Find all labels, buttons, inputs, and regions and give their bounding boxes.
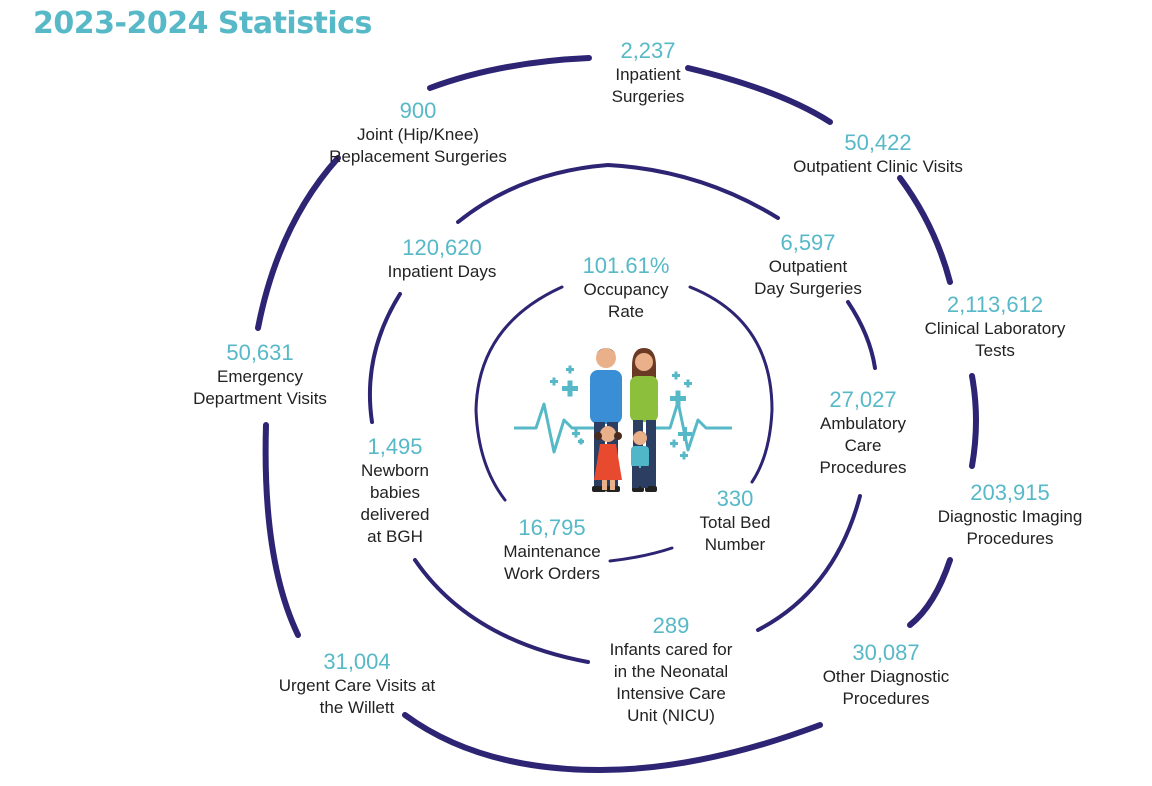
stat-value: 101.61% xyxy=(582,253,670,278)
stat-value: 2,113,612 xyxy=(946,292,1044,317)
stat-value: 6,597 xyxy=(780,230,836,255)
stat-label: Urgent Care Visits at xyxy=(278,676,436,695)
stat-nicu-infants: 289 Infants cared for in the Neonatal In… xyxy=(610,613,733,727)
stat-value: 50,631 xyxy=(226,340,294,365)
stat-label: Unit (NICU) xyxy=(627,706,715,725)
stat-label: Rate xyxy=(608,302,644,321)
stat-label: Replacement Surgeries xyxy=(329,147,507,166)
stat-emergency-department-visits: 50,631 Emergency Department Visits xyxy=(193,340,327,410)
stat-value: 2,237 xyxy=(620,38,676,63)
outer-ring-arc xyxy=(427,55,592,91)
stat-label: Diagnostic Imaging xyxy=(937,507,1083,526)
stat-inpatient-surgeries: 2,237 Inpatient Surgeries xyxy=(612,38,685,108)
stat-label: babies xyxy=(369,483,421,502)
stat-label: the Willett xyxy=(319,698,395,717)
middle-ring-arc xyxy=(368,292,402,424)
stat-value: 16,795 xyxy=(518,515,586,540)
stat-joint-replacement-surgeries: 900 Joint (Hip/Knee) Replacement Surgeri… xyxy=(329,98,507,168)
outer-ring-arc xyxy=(897,175,953,285)
middle-ring-arc xyxy=(413,558,590,664)
outer-ring-arc xyxy=(262,422,301,638)
inner-ring-arc xyxy=(688,285,774,484)
outer-ring-arc xyxy=(907,557,953,628)
stat-label: Intensive Care xyxy=(616,684,726,703)
stat-label: Outpatient xyxy=(768,257,848,276)
stat-maintenance-work-orders: 16,795 Maintenance Work Orders xyxy=(503,515,600,585)
inner-ring-arc xyxy=(474,285,564,502)
stat-label: Outpatient Clinic Visits xyxy=(793,157,963,176)
stat-label: Other Diagnostic xyxy=(822,667,950,686)
inner-ring-arc xyxy=(608,546,674,563)
stat-value: 203,915 xyxy=(970,480,1050,505)
page-title: 2023-2024 Statistics xyxy=(33,6,372,41)
stat-label: Tests xyxy=(975,341,1015,360)
stat-label: Emergency xyxy=(217,367,303,386)
stat-total-bed-number: 330 Total Bed Number xyxy=(700,486,771,556)
stat-label: Newborn xyxy=(360,461,430,480)
stat-label: Maintenance xyxy=(503,542,601,561)
stat-label: Occupancy xyxy=(583,280,669,299)
stat-value: 50,422 xyxy=(844,130,912,155)
stat-diagnostic-imaging-procedures: 203,915 Diagnostic Imaging Procedures xyxy=(938,480,1083,550)
stat-value: 330 xyxy=(716,486,754,511)
stat-label: Inpatient Days xyxy=(387,262,497,281)
stat-value: 27,027 xyxy=(829,387,897,412)
stat-label: Surgeries xyxy=(611,87,685,106)
stat-label: Care xyxy=(844,436,882,455)
stat-label: Number xyxy=(704,535,766,554)
stat-label: Procedures xyxy=(819,458,907,477)
stat-value: 900 xyxy=(399,98,437,123)
stat-label: Clinical Laboratory xyxy=(924,319,1066,338)
stat-inpatient-days: 120,620 Inpatient Days xyxy=(388,235,497,283)
stat-occupancy-rate: 101.61% Occupancy Rate xyxy=(583,253,670,323)
stat-clinical-laboratory-tests: 2,113,612 Clinical Laboratory Tests xyxy=(925,292,1066,362)
middle-ring-arc xyxy=(756,494,862,632)
middle-ring-arc xyxy=(846,300,877,370)
stat-label: at BGH xyxy=(367,527,423,546)
outer-ring-arc xyxy=(685,65,833,125)
outer-ring-arc xyxy=(969,373,979,469)
outer-ring-arc xyxy=(402,712,823,774)
stat-value: 120,620 xyxy=(402,235,482,260)
stat-label: Department Visits xyxy=(193,389,327,408)
stat-newborn-babies-delivered: 1,495 Newborn babies delivered at BGH xyxy=(361,434,430,548)
family-health-icon xyxy=(514,348,732,492)
stat-label: Ambulatory xyxy=(820,414,906,433)
stat-label: Joint (Hip/Knee) xyxy=(357,125,479,144)
stat-label: Work Orders xyxy=(503,564,601,583)
stat-outpatient-clinic-visits: 50,422 Outpatient Clinic Visits xyxy=(793,130,963,178)
stat-label: delivered xyxy=(360,505,430,524)
stat-value: 30,087 xyxy=(852,640,920,665)
stat-outpatient-day-surgeries: 6,597 Outpatient Day Surgeries xyxy=(754,230,862,300)
stat-other-diagnostic-procedures: 30,087 Other Diagnostic Procedures xyxy=(823,640,950,710)
stat-label: Day Surgeries xyxy=(754,279,862,298)
stat-label: Infants cared for xyxy=(609,640,733,659)
stat-label: Procedures xyxy=(966,529,1054,548)
stat-label: in the Neonatal xyxy=(613,662,729,681)
stat-label: Inpatient xyxy=(615,65,681,84)
stat-value: 1,495 xyxy=(367,434,423,459)
outer-ring-arc xyxy=(255,155,341,331)
middle-ring-arc xyxy=(456,162,780,224)
stat-label: Procedures xyxy=(842,689,930,708)
stat-label: Total Bed xyxy=(699,513,771,532)
stat-ambulatory-care-procedures: 27,027 Ambulatory Care Procedures xyxy=(820,387,907,479)
stat-value: 289 xyxy=(652,613,690,638)
stat-urgent-care-visits: 31,004 Urgent Care Visits at the Willett xyxy=(279,649,436,719)
stat-value: 31,004 xyxy=(323,649,391,674)
